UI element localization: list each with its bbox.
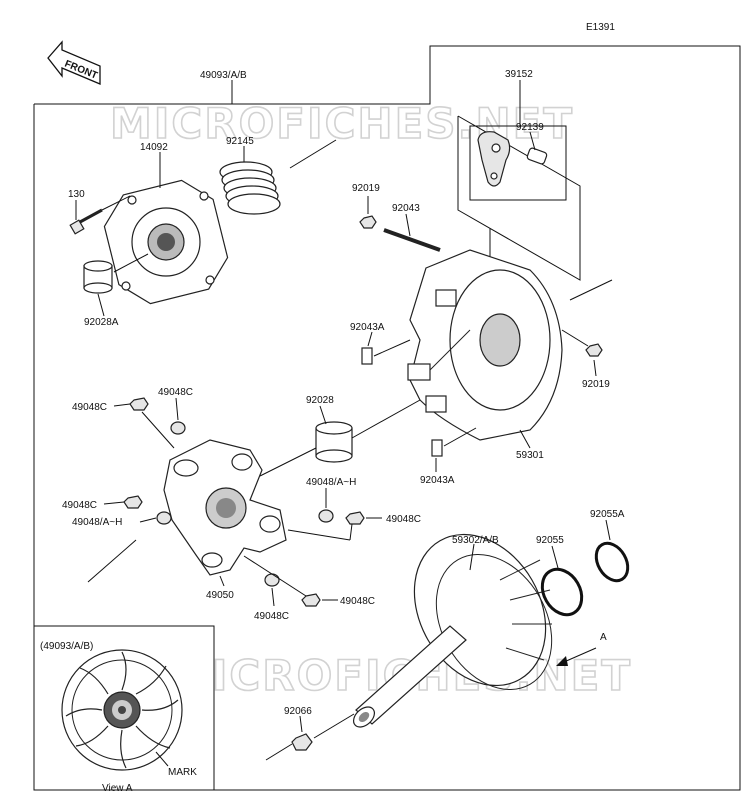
- label-92028: 92028: [306, 395, 334, 406]
- part-92028-bushing: [315, 421, 353, 463]
- label-49048C-4: 49048C: [386, 514, 421, 525]
- label-92043A-top: 92043A: [350, 322, 385, 333]
- part-92028A-bushing: [83, 260, 113, 294]
- leader-59302: [469, 543, 475, 571]
- leader-92043: [405, 213, 411, 237]
- leader-92019-right: [593, 359, 597, 377]
- leader-92028A: [97, 293, 105, 317]
- part-39152-weight: [477, 131, 511, 187]
- align-line-92043A-top: [373, 339, 411, 357]
- label-49093ab: 49093/A/B: [200, 70, 247, 81]
- label-49048C-3: 49048C: [62, 500, 97, 511]
- part-49050-spider: [163, 439, 287, 576]
- label-14092: 14092: [140, 142, 168, 153]
- part-130-bolt: [69, 208, 103, 235]
- part-14092-cover: [103, 179, 229, 305]
- label-92066: 92066: [284, 706, 312, 717]
- label-92145: 92145: [226, 136, 254, 147]
- leader-49048C-5: [271, 587, 275, 607]
- part-59301-housing: [407, 249, 563, 441]
- direction-line-spring: [289, 139, 337, 169]
- part-92043-pin: [383, 228, 441, 252]
- part-59302-shaft: [352, 625, 467, 728]
- subbox-39152: [469, 125, 567, 201]
- part-92019-nut-right: [585, 343, 603, 357]
- part-92055-oring: [540, 567, 584, 617]
- align-line-49048C-4b: [349, 523, 353, 541]
- part-49048C-6: [301, 593, 321, 607]
- label-92055: 92055: [536, 535, 564, 546]
- align-line-92028A: [113, 253, 149, 273]
- align-line-49048C-4: [287, 529, 351, 541]
- part-92055A-oring: [594, 541, 630, 583]
- direction-line-spider: [87, 539, 137, 583]
- leader-92043A-top: [367, 331, 373, 347]
- part-92043A-pin-top: [361, 347, 373, 365]
- label-92019-right: 92019: [582, 379, 610, 390]
- leader-49050: [219, 575, 225, 587]
- label-49048C-5: 49048C: [254, 611, 289, 622]
- label-92019-top: 92019: [352, 183, 380, 194]
- part-92139-pin: [526, 147, 548, 165]
- part-92043A-pin-bottom: [431, 439, 443, 457]
- leader-59301: [519, 429, 531, 449]
- leader-49048AH-left: [139, 517, 157, 523]
- part-92019-nut-top: [359, 215, 377, 229]
- label-130: 130: [68, 189, 85, 200]
- part-49048C-3: [123, 495, 143, 509]
- leader-49048C-3: [103, 501, 125, 505]
- label-view-a-arrow: A: [600, 632, 607, 643]
- label-49048C-2: 49048C: [158, 387, 193, 398]
- inset-title: (49093/A/B): [40, 641, 93, 652]
- label-92028A: 92028A: [84, 317, 119, 328]
- align-line-92028: [259, 447, 317, 477]
- part-49048C-5: [264, 573, 280, 587]
- leader-mark: [155, 751, 169, 767]
- label-39152: 39152: [505, 69, 533, 80]
- direction-line-housing: [569, 279, 613, 301]
- label-92043: 92043: [392, 203, 420, 214]
- inset-sheave-view: [61, 649, 183, 771]
- label-92043A-bottom: 92043A: [420, 475, 455, 486]
- part-92145-spring: [219, 161, 281, 215]
- align-line-92019-right: [561, 329, 589, 347]
- label-49048C-1: 49048C: [72, 402, 107, 413]
- label-49048C-6: 49048C: [340, 596, 375, 607]
- align-line-130: [101, 195, 131, 211]
- leader-92055A: [605, 519, 611, 541]
- inset-caption: View A: [102, 783, 133, 794]
- label-59302ab: 59302/A/B: [452, 535, 499, 546]
- part-49048C-2: [170, 421, 186, 435]
- part-92066-bushing: [291, 733, 313, 751]
- view-a-arrow-icon: [556, 647, 597, 666]
- leader-92055: [551, 545, 559, 569]
- label-92139: 92139: [516, 122, 544, 133]
- label-59301: 59301: [516, 450, 544, 461]
- leader-92066: [299, 715, 303, 733]
- direction-line-92066: [265, 743, 293, 761]
- leader-49048C-2: [175, 397, 179, 421]
- part-49048C-4: [345, 511, 365, 525]
- align-line-92066: [313, 713, 355, 739]
- label-49048AH-left: 49048/A~H: [72, 517, 122, 528]
- part-49048C-1: [129, 397, 149, 411]
- inset-mark-label: MARK: [168, 767, 197, 778]
- part-49048AH-left: [156, 511, 172, 525]
- front-arrow-icon: FRONT: [47, 40, 101, 85]
- align-line-49048C-6: [243, 555, 307, 597]
- align-line-92028-right: [351, 399, 421, 439]
- leader-92139: [529, 131, 536, 151]
- leader-92028: [319, 405, 327, 425]
- align-line-49048C-1: [141, 411, 175, 449]
- diagram-code: E1391: [586, 22, 615, 33]
- label-49050: 49050: [206, 590, 234, 601]
- part-49048AH-mid: [318, 509, 334, 523]
- label-49048AH-mid: 49048/A~H: [306, 477, 356, 488]
- leader-49048C-1: [113, 403, 131, 407]
- align-line-92043A-bottom: [443, 427, 477, 447]
- label-92055A: 92055A: [590, 509, 625, 520]
